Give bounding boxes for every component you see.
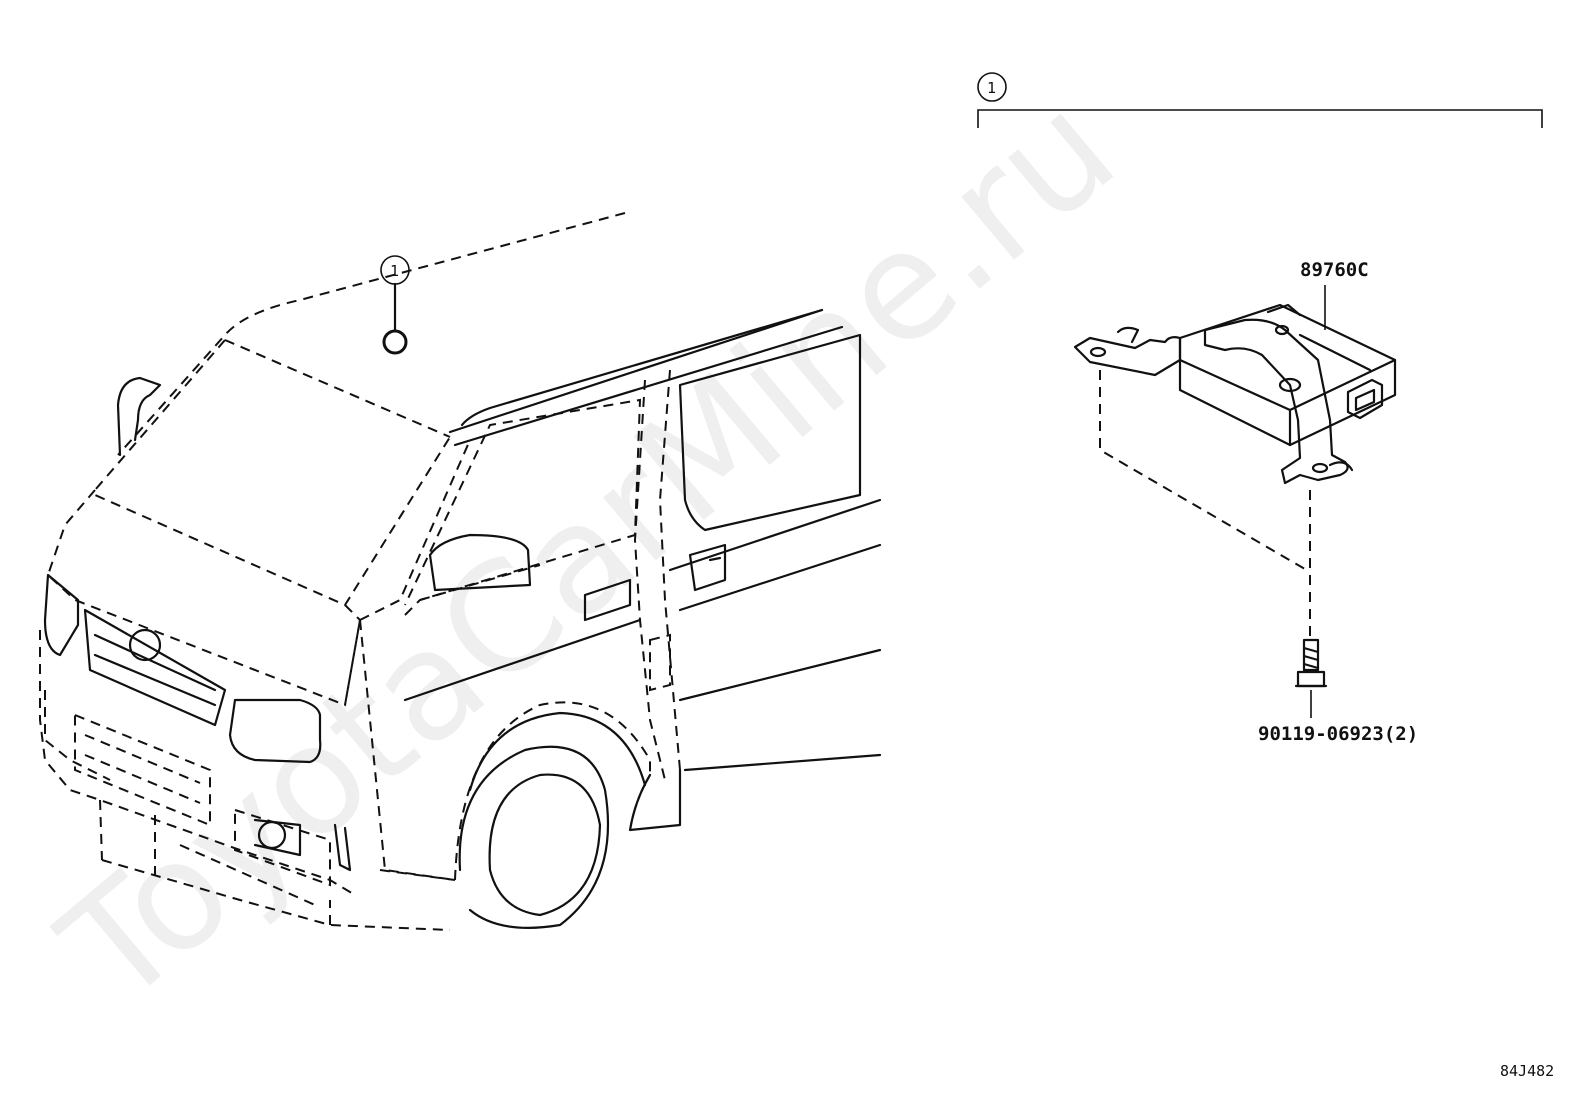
computer-box [1178,303,1397,447]
van-emblem [128,628,162,662]
group-bracket: 1 [977,72,1543,128]
van-rear-window [678,333,862,532]
van-grille [83,608,227,727]
van-hood [46,489,361,707]
van-headlight [228,698,322,764]
computer-connector [1346,378,1384,420]
van-bumper [39,630,356,896]
figure-id: 84J482 [1500,1062,1554,1080]
bolt-drawing [1294,638,1328,718]
van-wheel-arch [454,701,651,881]
watermark-text: ToyotaCarMine.ru [31,62,1147,1038]
van-roof-outline [117,212,626,456]
van-front-wheel [458,745,610,929]
computer-part-number: 89760C [1300,259,1369,281]
van-side-rail [448,308,824,434]
vehicle-callout-number: 1 [390,262,399,280]
group-callout-number: 1 [987,79,996,97]
van-side-mirror [116,376,162,457]
van-front-door [404,398,642,616]
van-a-pillar [359,439,471,621]
computer-module-drawing [1073,285,1397,640]
location-marker [382,329,408,355]
vehicle-callout: 1 [380,255,410,355]
mounting-bracket [1203,318,1349,485]
van-door-mirror [428,533,532,592]
van-drawing [39,212,882,931]
bolt-part-number: 90119-06923(2) [1258,723,1418,745]
